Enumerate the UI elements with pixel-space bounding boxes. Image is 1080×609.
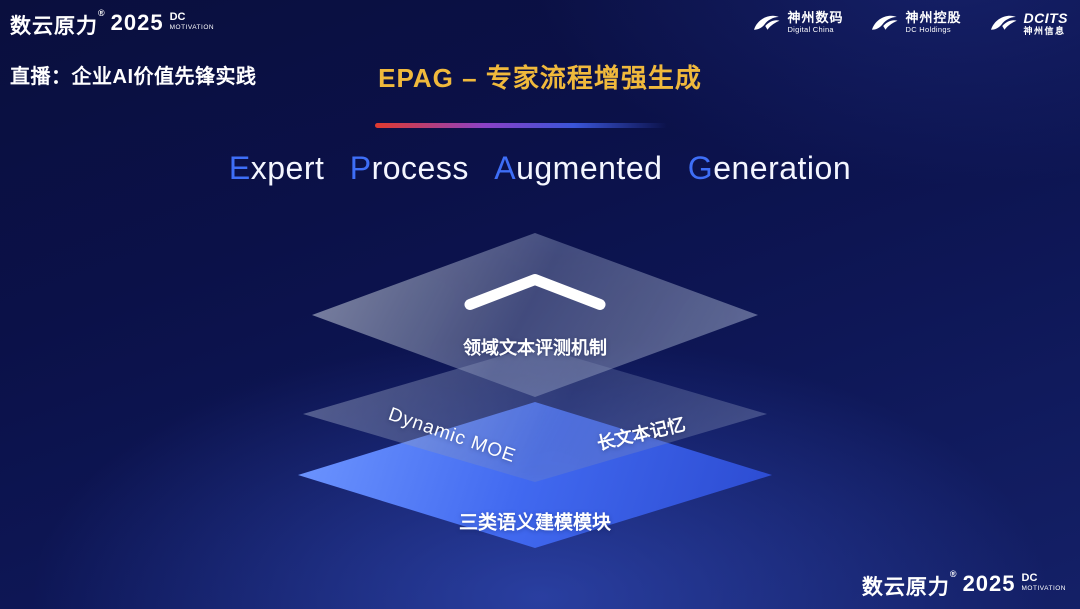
logo-dc-holdings: 神州控股 DC Holdings	[869, 10, 962, 35]
brand-logo-bottom-right: 数云原力® 2025 DC MOTIVATION	[861, 569, 1066, 601]
brand-year: 2025	[962, 571, 1016, 596]
logo-text: 神州控股 DC Holdings	[905, 10, 962, 35]
diagram-layer-evaluation	[312, 233, 758, 397]
logo-en: Digital China	[787, 25, 834, 35]
live-stream-label: 直播：企业AI价值先锋实践	[10, 66, 257, 88]
brand-year: 2025	[110, 10, 164, 35]
brand-dc: DC	[1021, 572, 1038, 584]
logo-text: 神州数码 Digital China	[787, 10, 844, 35]
brand-name: 数云原力®	[10, 8, 106, 38]
brand-name: 数云原力®	[861, 569, 958, 599]
subtitle-word-process: Process	[349, 150, 469, 186]
subtitle-epag-full: Expert Process Augmented Generation	[0, 150, 1080, 187]
logo-en: DC Holdings	[905, 25, 951, 35]
subtitle-word-augmented: Augmented	[494, 150, 663, 186]
subtitle-word-expert: Expert	[228, 150, 325, 186]
subtitle-word-generation: Generation	[687, 150, 852, 186]
swoosh-icon	[990, 15, 1016, 30]
partner-logos: 神州数码 Digital China 神州控股 DC Holdings DCIT…	[751, 10, 1068, 36]
page-title: EPAG – 专家流程增强生成	[378, 63, 702, 93]
logo-en: DCITS	[1023, 10, 1068, 26]
logo-digital-china: 神州数码 Digital China	[751, 10, 844, 35]
logo-dcits: DCITS 神州信息	[988, 10, 1069, 36]
brand-motivation: MOTIVATION	[169, 24, 215, 31]
brand-dc-motivation: DC MOTIVATION	[170, 12, 214, 32]
brand-dc-motivation: DC MOTIVATION	[1022, 573, 1066, 593]
logo-cn: 神州信息	[1023, 26, 1066, 37]
registered-mark: ®	[949, 569, 958, 579]
brand-dc: DC	[169, 11, 186, 23]
brand-logo-top-left: 数云原力® 2025 DC MOTIVATION	[10, 8, 214, 40]
logo-cn: 神州数码	[787, 10, 844, 26]
logo-cn: 神州控股	[905, 10, 962, 26]
swoosh-icon	[872, 15, 898, 30]
swoosh-icon	[754, 15, 780, 30]
brand-motivation: MOTIVATION	[1021, 585, 1066, 592]
registered-mark: ®	[98, 8, 106, 18]
logo-text: DCITS 神州信息	[1024, 10, 1069, 36]
gradient-divider-line	[375, 123, 667, 128]
